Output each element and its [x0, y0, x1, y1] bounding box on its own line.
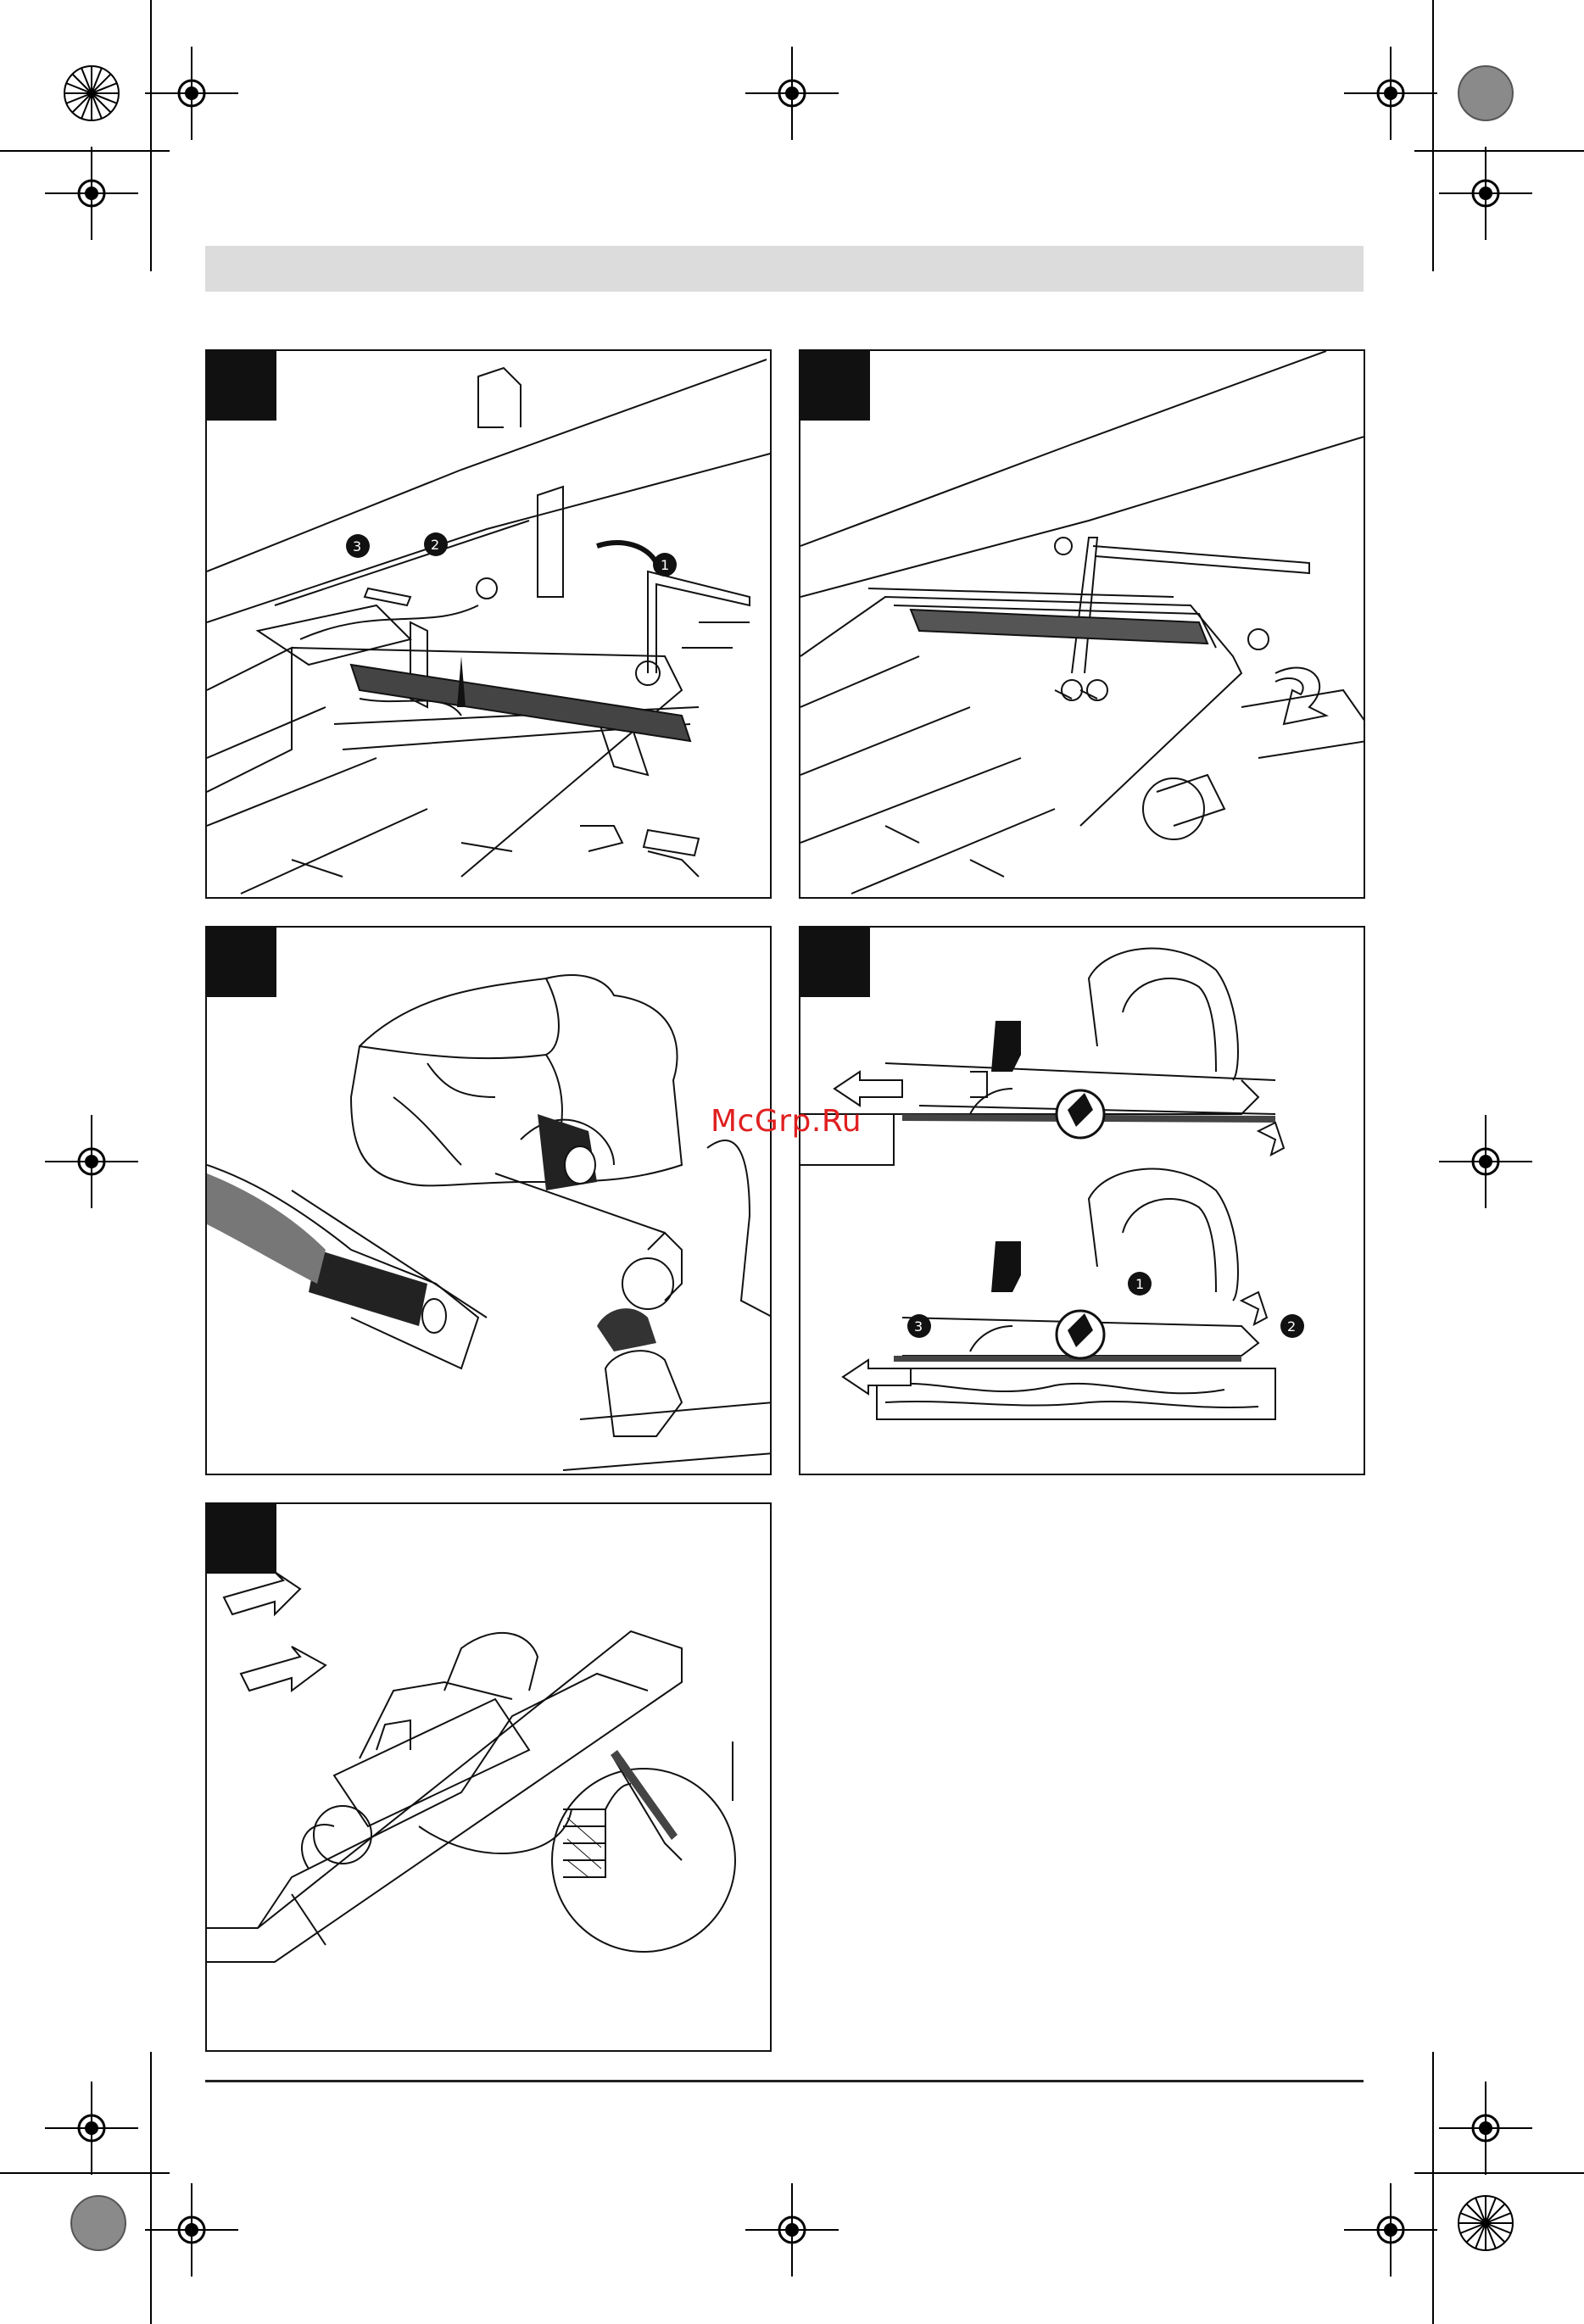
- step-marker-icon: 3: [353, 538, 361, 555]
- figure-panel-blade-wedge: 3 2 1: [205, 349, 772, 899]
- figure-number-tag: [800, 351, 870, 421]
- watermark-text: McGrp.Ru: [711, 1104, 862, 1139]
- illustration-chamfer: [207, 1504, 772, 2052]
- step-marker-icon: 2: [431, 537, 439, 553]
- figure-number-tag: [207, 351, 276, 421]
- header-bar: [205, 246, 1364, 292]
- step-marker-icon: 1: [661, 557, 669, 573]
- figure-number-tag: [207, 928, 276, 997]
- step-marker-icon: 2: [1287, 1318, 1296, 1335]
- figure-number-tag: [800, 928, 870, 997]
- figure-panel-dust-bag: [205, 926, 772, 1475]
- footer-rule: [205, 2080, 1364, 2082]
- step-marker-icon: 3: [914, 1318, 923, 1335]
- illustration-parking-shoe: 3 1 2: [800, 928, 1365, 1475]
- figure-number-tag: [207, 1504, 276, 1574]
- figure-panel-chamfer: [205, 1502, 772, 2052]
- figure-panel-blade-hex-key: [799, 349, 1365, 899]
- figure-panel-parking-shoe: 3 1 2: [799, 926, 1365, 1475]
- step-marker-icon: 1: [1135, 1276, 1144, 1292]
- illustration-blade-hex-key: [800, 351, 1365, 899]
- illustration-dust-bag: [207, 928, 772, 1475]
- illustration-blade-wedge: 3 2 1: [207, 351, 772, 899]
